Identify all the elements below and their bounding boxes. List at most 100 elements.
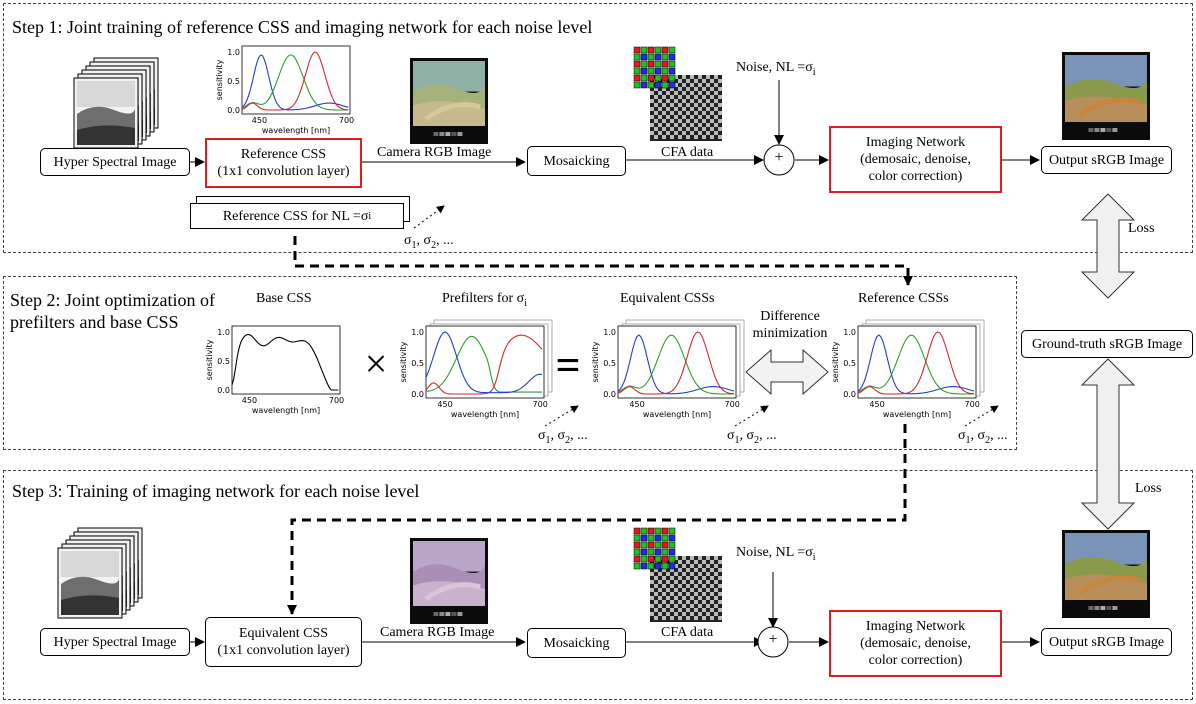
step2-frame (3, 276, 1017, 450)
hsi-stack-image-1 (73, 57, 159, 149)
xaxis-label: wavelength [nm] (262, 126, 330, 135)
sigma-list-2a: σ1, σ2, ... (538, 428, 588, 446)
ytick-label: 0.5 (603, 359, 616, 368)
curve-blue (617, 334, 735, 395)
xtick-label: 450 (437, 400, 452, 409)
yaxis-label: sensitivity (205, 339, 214, 380)
ytick-label: 0.0 (217, 386, 230, 395)
reference-css-label: Reference CSS (240, 147, 327, 162)
sigma-list-2b: σ1, σ2, ... (727, 428, 777, 446)
curve-black (231, 333, 339, 391)
ytick-label: 0.0 (603, 390, 616, 399)
curve-green (241, 54, 349, 111)
step1-title: Step 1: Joint training of reference CSS … (12, 17, 593, 37)
curve-blue (425, 331, 543, 394)
difference-arrow (745, 348, 829, 396)
step3-title: Step 3: Training of imaging network for … (12, 481, 420, 501)
cfa-label-1: CFA data (661, 145, 714, 160)
curve-blue (241, 54, 349, 111)
loss-arrow-bottom (1080, 358, 1136, 530)
xaxis-label: wavelength [nm] (883, 410, 951, 419)
imaging-network-title-1: Imaging Network (865, 135, 966, 150)
imaging-network-desc-3b: color correction) (868, 653, 963, 668)
ytick-label: 1.0 (843, 328, 856, 337)
xtick-label: 450 (869, 400, 884, 409)
hsi-box-3: Hyper Spectral Image (40, 628, 190, 656)
plus-sign-1: + (774, 149, 784, 166)
base-css-plot: 1.0 0.5 0.0 450 700 wavelength [nm] sensitivit… (205, 325, 344, 415)
hsi-box-1: Hyper Spectral Image (40, 148, 190, 176)
equivalent-css-box-label: Equivalent CSS (238, 626, 329, 641)
xtick-label: 700 (533, 400, 548, 409)
curve-green (425, 335, 543, 393)
xaxis-label: wavelength [nm] (252, 406, 320, 415)
hsi-stack-image-3 (57, 527, 143, 619)
camera-rgb-label-1: Camera RGB Image (377, 145, 492, 160)
ytick-label: 0.5 (217, 357, 230, 366)
loss-label-bottom: Loss (1135, 481, 1162, 496)
loss-label-top: Loss (1128, 221, 1155, 236)
yaxis-label: sensitivity (591, 341, 600, 382)
ytick-label: 0.5 (227, 77, 240, 86)
imaging-network-desc-1a: (demosaic, denoise, (860, 152, 971, 167)
difference-label-1: Difference (760, 309, 820, 324)
ytick-label: 0.5 (843, 359, 856, 368)
noise-label-1: Noise, NL =σi (736, 60, 816, 78)
imaging-network-desc-1b: color correction) (868, 169, 963, 184)
ytick-label: 1.0 (411, 328, 424, 337)
mosaicking-box-3: Mosaicking (527, 628, 626, 658)
curve-red (857, 331, 975, 395)
camera-rgb-label-3: Camera RGB Image (380, 625, 495, 640)
reference-css-label-2: Reference CSSs (858, 291, 949, 306)
cfa-image-3 (633, 527, 722, 622)
cfa-image-1 (633, 46, 722, 141)
curve-green (617, 334, 735, 395)
curve-blue (857, 334, 975, 395)
plus-circle-1 (763, 144, 795, 176)
ground-truth-box: Ground-truth sRGB Image (1021, 330, 1193, 358)
times-sign: × (364, 341, 388, 386)
output-image-1 (1062, 52, 1150, 140)
step2-title-line1: Step 2: Joint optimization of (10, 290, 215, 310)
imaging-network-desc-3a: (demosaic, denoise, (860, 636, 971, 651)
curve-green (857, 334, 975, 395)
ytick-label: 1.0 (217, 328, 230, 337)
curve-red (617, 331, 735, 395)
sigma-list-1: σ1, σ2, ... (404, 233, 454, 251)
reference-css-sublabel: (1x1 convolution layer) (217, 164, 350, 179)
camera-rgb-image-1 (410, 58, 488, 144)
xtick-label: 450 (242, 396, 257, 405)
ref-nl-label: Reference CSS for NL =σ (222, 208, 369, 224)
equivalent-css-box: Equivalent CSS (1x1 convolution layer) (205, 617, 362, 667)
ref-nl-sub: i (368, 210, 372, 222)
equivalent-css-plot: 1.0 0.5 0.0 450 700 wavelength [nm] sensitivit… (591, 319, 745, 419)
xtick-label: 700 (965, 400, 980, 409)
plus-sign-3: + (768, 631, 778, 648)
output-box-3: Output sRGB Image (1041, 628, 1172, 656)
equivalent-css-label: Equivalent CSSs (620, 291, 715, 306)
imaging-network-box-3: Imaging Network (demosaic, denoise, colo… (829, 610, 1002, 677)
equivalent-css-box-sublabel: (1x1 convolution layer) (217, 643, 350, 658)
curve-red (425, 334, 543, 395)
xaxis-label: wavelength [nm] (643, 410, 711, 419)
prefilters-label: Prefilters for σi (442, 291, 527, 309)
base-css-label: Base CSS (256, 291, 312, 306)
step1-frame (3, 3, 1193, 253)
mosaicking-box-1: Mosaicking (527, 146, 626, 176)
xtick-label: 700 (329, 396, 344, 405)
imaging-network-box-1: Imaging Network (demosaic, denoise, colo… (829, 126, 1002, 193)
ytick-label: 1.0 (603, 328, 616, 337)
difference-label-2: minimization (752, 326, 828, 341)
step2-title-line2: prefilters and base CSS (10, 312, 179, 332)
xtick-label: 700 (725, 400, 740, 409)
yaxis-label: sensitivity (831, 341, 840, 382)
ytick-label: 0.5 (411, 359, 424, 368)
output-box-1: Output sRGB Image (1041, 146, 1172, 174)
ytick-label: 0.0 (227, 106, 240, 115)
xtick-label: 450 (629, 400, 644, 409)
dashed-route-2 (287, 424, 907, 615)
